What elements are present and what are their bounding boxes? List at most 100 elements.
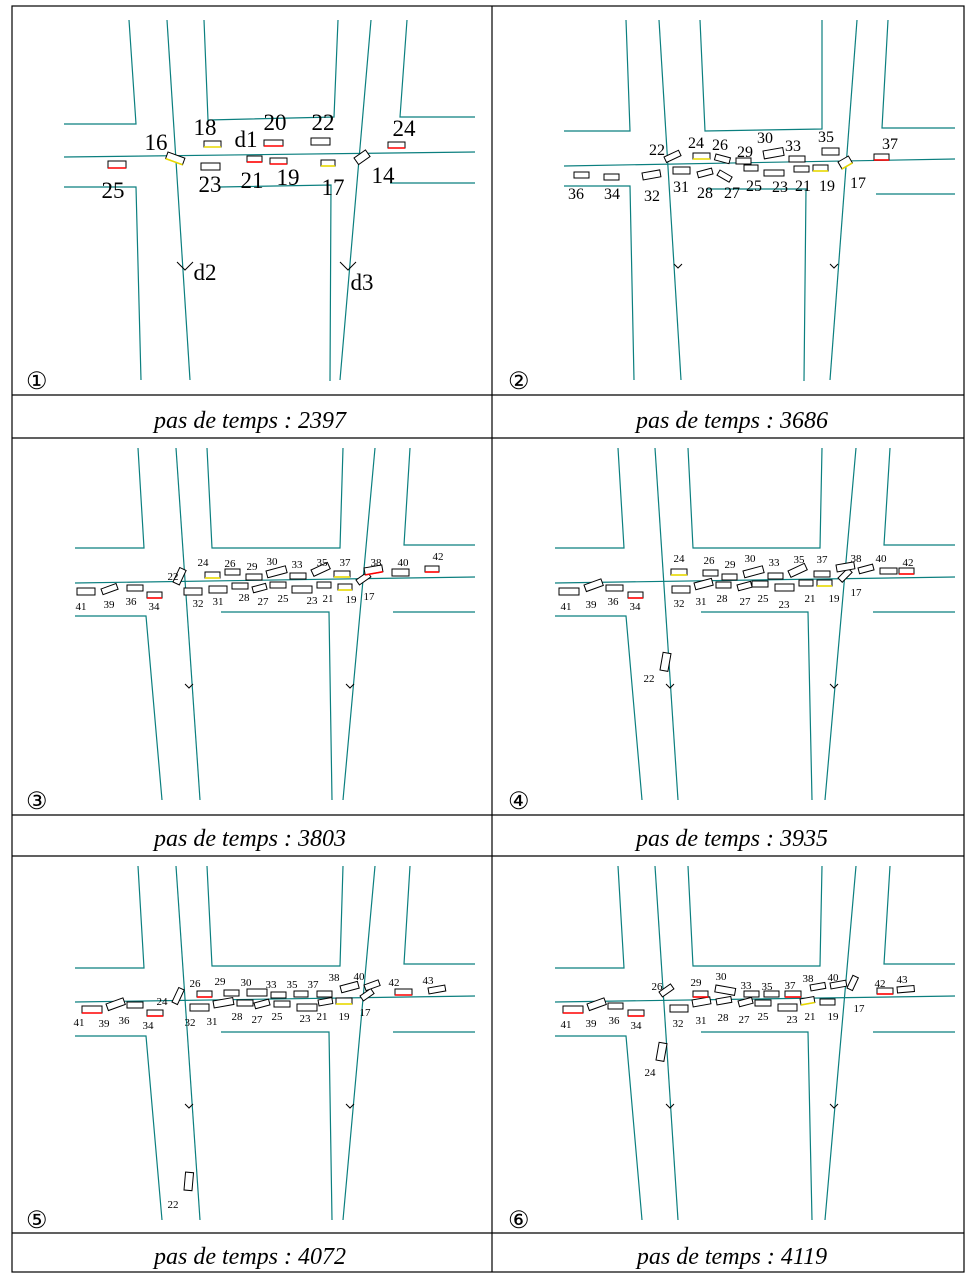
vehicle xyxy=(784,990,802,998)
vehicle-label: 41 xyxy=(76,601,87,613)
vehicle xyxy=(265,565,288,579)
vehicle xyxy=(245,573,263,581)
vehicle xyxy=(204,571,221,579)
vehicle-label: 36 xyxy=(608,596,620,608)
vehicle xyxy=(715,581,732,589)
vehicle xyxy=(231,582,249,590)
vehicle-label: 34 xyxy=(631,1020,643,1032)
vehicle xyxy=(353,149,371,166)
road-network xyxy=(63,19,476,382)
vehicle xyxy=(627,591,644,599)
vehicle-label: 23 xyxy=(779,599,791,611)
vehicle xyxy=(236,999,254,1007)
vehicle xyxy=(774,583,795,592)
vehicle xyxy=(787,562,808,579)
vehicle-label: 21 xyxy=(795,178,811,195)
vehicle xyxy=(754,999,772,1007)
vehicle xyxy=(273,1000,291,1008)
vehicle-label: 33 xyxy=(292,559,304,571)
vehicle-label: 23 xyxy=(772,179,788,196)
vehicle-label: 36 xyxy=(119,1015,131,1027)
vehicle xyxy=(767,572,784,580)
vehicle xyxy=(126,584,144,592)
vehicle-label: 43 xyxy=(897,974,909,986)
road-network xyxy=(554,865,956,1221)
road-network xyxy=(554,447,956,801)
vehicle xyxy=(659,651,672,672)
vehicle-label: 21 xyxy=(323,593,334,605)
vehicle xyxy=(317,996,334,1007)
vehicle xyxy=(339,980,360,994)
vehicle-label: 28 xyxy=(718,1012,730,1024)
vehicle-label: 21 xyxy=(241,168,264,193)
vehicle-label: 42 xyxy=(389,977,400,989)
vehicle xyxy=(736,580,753,592)
direction-arrow-icon xyxy=(339,261,357,271)
vehicle-label: 33 xyxy=(785,138,801,155)
vehicle xyxy=(627,1009,645,1017)
vehicle xyxy=(337,583,353,591)
vehicle-label: d2 xyxy=(194,260,217,285)
vehicle-label: 32 xyxy=(644,188,660,205)
vehicle xyxy=(246,155,263,163)
vehicle-label: 22 xyxy=(312,110,335,135)
vehicle xyxy=(763,990,780,998)
vehicle xyxy=(196,990,213,998)
vehicle-label: 34 xyxy=(143,1020,155,1032)
direction-arrow-icon xyxy=(673,263,683,269)
road-network xyxy=(563,19,956,382)
vehicle-label: 28 xyxy=(697,185,713,202)
vehicle xyxy=(896,984,915,994)
vehicle-label: 34 xyxy=(604,186,620,203)
vehicle xyxy=(320,159,336,167)
vehicle xyxy=(335,997,353,1005)
vehicle-label: 28 xyxy=(717,593,729,605)
vehicle-label: 36 xyxy=(609,1015,621,1027)
road-network xyxy=(74,447,476,801)
vehicle-label: 31 xyxy=(696,596,707,608)
direction-arrow-icon xyxy=(665,683,675,689)
vehicle-label: 17 xyxy=(850,175,866,192)
vehicle xyxy=(837,155,854,170)
vehicle-label: 39 xyxy=(586,1018,598,1030)
vehicle xyxy=(835,561,856,573)
vehicle xyxy=(898,567,915,575)
vehicle xyxy=(873,153,890,161)
vehicle xyxy=(146,591,163,599)
vehicle xyxy=(293,990,309,998)
direction-arrow-icon xyxy=(829,1103,839,1109)
vehicle xyxy=(655,1041,668,1062)
vehicle-label: 17 xyxy=(851,587,863,599)
vehicle xyxy=(605,584,624,592)
vehicle xyxy=(837,567,853,583)
vehicle xyxy=(310,561,331,578)
vehicle-label: 22 xyxy=(168,571,179,583)
vehicle xyxy=(291,585,313,594)
vehicle-label: 37 xyxy=(817,554,829,566)
vehicle xyxy=(289,572,307,580)
vehicle-label: 37 xyxy=(340,557,352,569)
vehicle-label: 31 xyxy=(207,1016,218,1028)
vehicle-label: 28 xyxy=(232,1011,244,1023)
vehicle xyxy=(857,563,875,575)
vehicle xyxy=(263,139,284,147)
vehicle xyxy=(269,157,288,165)
vehicle-label: 32 xyxy=(193,598,204,610)
vehicle xyxy=(586,997,607,1012)
vehicle-label: 41 xyxy=(74,1017,85,1029)
vehicle-label: 42 xyxy=(903,557,914,569)
vehicle-label: 24 xyxy=(393,116,417,141)
vehicle xyxy=(714,984,737,996)
vehicle-label: 30 xyxy=(757,130,773,147)
vehicle-label: 25 xyxy=(758,1011,770,1023)
vehicle xyxy=(107,160,127,169)
grid-frame xyxy=(11,5,965,1273)
panel-number: ② xyxy=(508,369,530,395)
vehicle-label: 31 xyxy=(213,596,224,608)
direction-arrow-icon xyxy=(184,1103,194,1109)
vehicle-label: 17 xyxy=(364,591,376,603)
